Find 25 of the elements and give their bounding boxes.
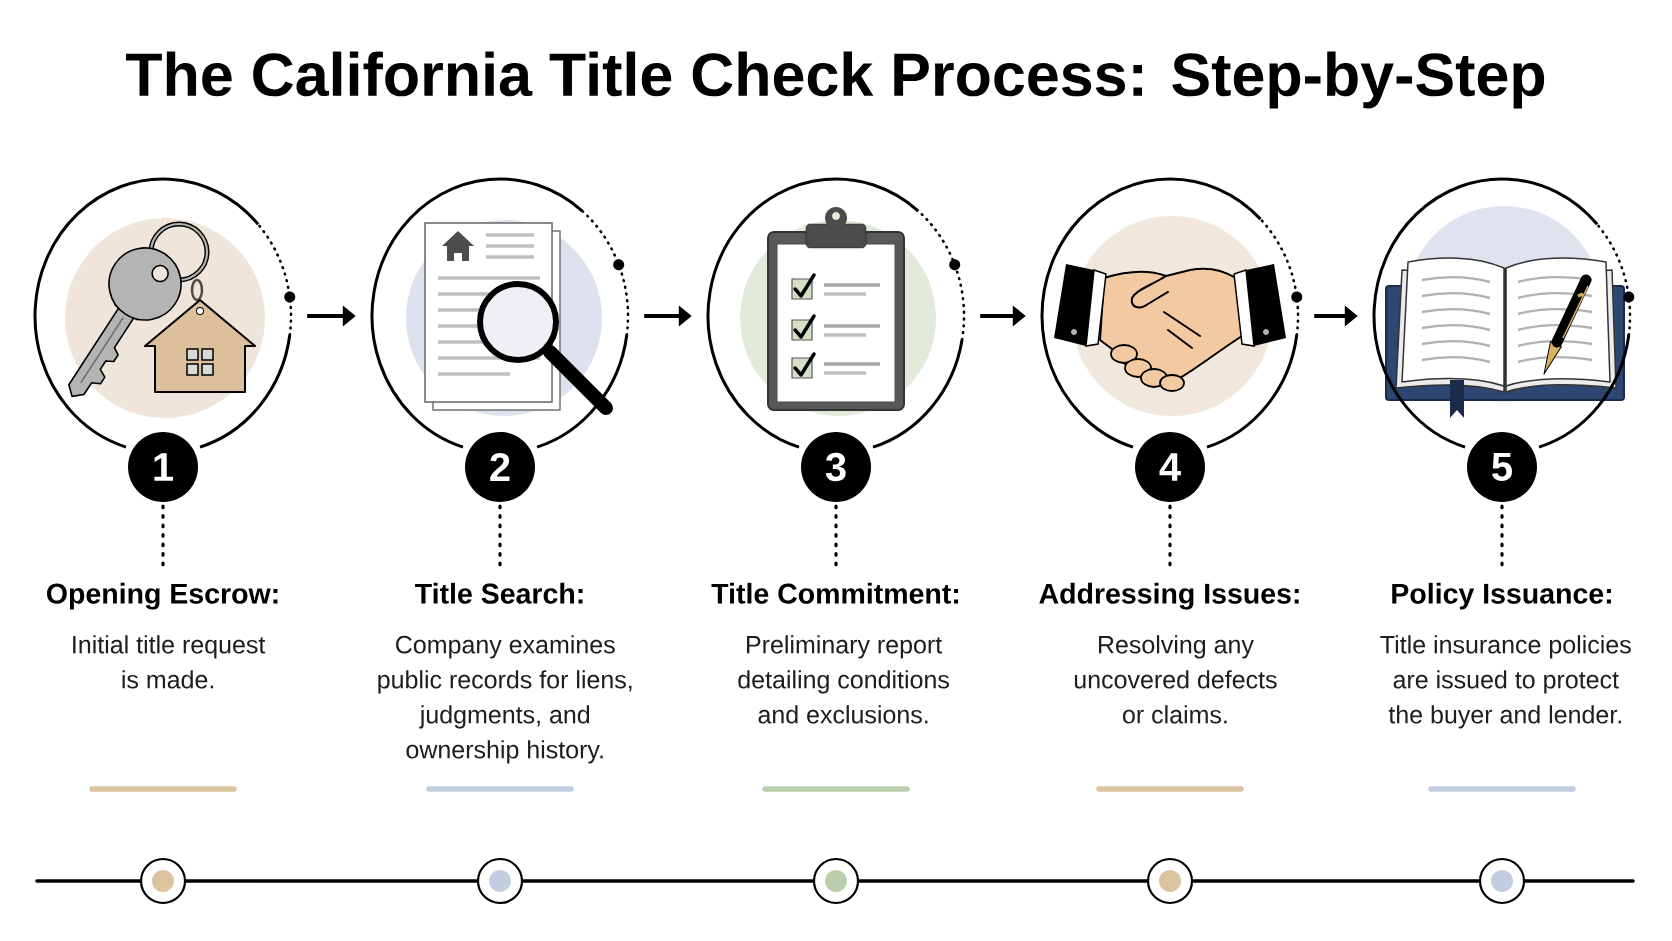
key-house-circle [33,177,296,449]
step-heading: Policy Issuance: [1392,582,1611,610]
number-badge: 4 [1135,432,1205,502]
number-badge: 1 [128,432,198,502]
number-badge: 2 [465,432,535,502]
step-heading: Addressing Issues: [1039,582,1299,610]
step-description: Resolving any uncovered defects or claims. [1074,635,1277,724]
dotted-line [498,504,502,567]
step-heading: Title Commitment: [711,582,959,604]
step-description: Preliminary report detailing conditions and exclusions. [738,635,949,724]
step-description: Company examines public records for liens, judgments, and ownership history. [378,635,632,764]
dotted-line [1500,504,1504,567]
dotted-line [1168,504,1172,567]
title: The California Title Check Process: Step-by-Step [126,51,1545,109]
dotted-line [834,504,838,567]
step-heading: Title Search: [415,582,583,604]
number-badge: 5 [1467,432,1537,502]
step-description: Title insurance policies are issued to protect the buyer and lender. [1380,635,1631,729]
step-heading: Opening Escrow: [47,582,278,610]
dotted-line [161,504,165,567]
book-pen-circle [1372,177,1635,449]
number-badge: 3 [801,432,871,502]
document-magnifier-circle [370,177,630,449]
step-description: Initial title request is made. [73,635,266,689]
handshake-circle [1040,177,1303,449]
